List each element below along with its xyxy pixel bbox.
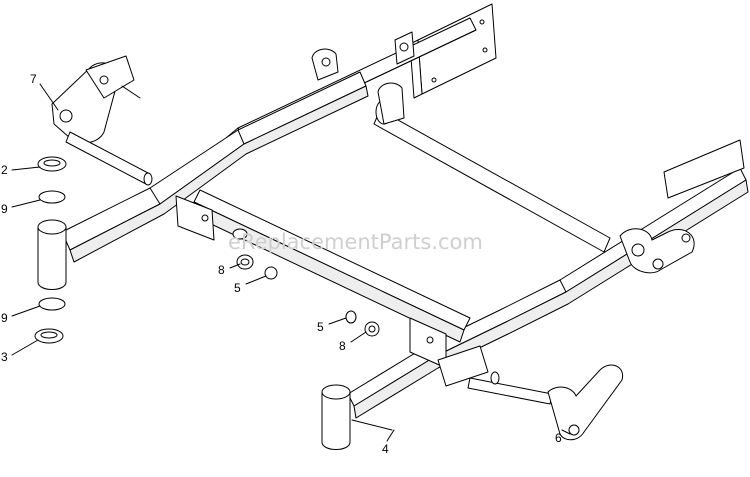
right-side-rail xyxy=(347,139,749,419)
callout-6: 6 xyxy=(555,431,562,445)
callout-7: 7 xyxy=(30,72,37,86)
callout-labels: 7 2 9 8 5 9 3 5 8 4 6 xyxy=(1,72,562,456)
callout-9-upper: 9 xyxy=(1,202,8,216)
callout-2: 2 xyxy=(1,163,8,177)
bushing-seal-3 xyxy=(34,328,64,344)
leader-lines xyxy=(11,83,571,442)
callout-4: 4 xyxy=(382,442,389,456)
callout-5-right: 5 xyxy=(317,320,324,334)
middle-washers xyxy=(232,228,380,337)
hitch-bracket xyxy=(311,48,339,81)
callout-8-left: 8 xyxy=(218,263,225,277)
callout-5-left: 5 xyxy=(234,281,241,295)
front-cross-member xyxy=(175,189,489,387)
callout-9-lower: 9 xyxy=(1,311,8,325)
bearing-9-upper xyxy=(38,190,66,204)
left-side-rail xyxy=(61,71,369,263)
rear-axle-tube xyxy=(373,82,611,253)
bearing-9-lower xyxy=(38,297,66,311)
callout-3: 3 xyxy=(1,350,8,364)
caster-sleeve xyxy=(37,226,67,290)
right-pivot-bracket xyxy=(619,228,695,274)
right-caster-sleeve xyxy=(321,384,393,450)
callout-8-right: 8 xyxy=(339,339,346,353)
watermark-text: eReplacementParts.com xyxy=(228,230,483,254)
left-parts-stack xyxy=(34,156,67,344)
left-pivot-assembly xyxy=(51,55,153,186)
right-pivot-arm xyxy=(467,364,624,441)
bushing-seal-2 xyxy=(37,156,67,172)
